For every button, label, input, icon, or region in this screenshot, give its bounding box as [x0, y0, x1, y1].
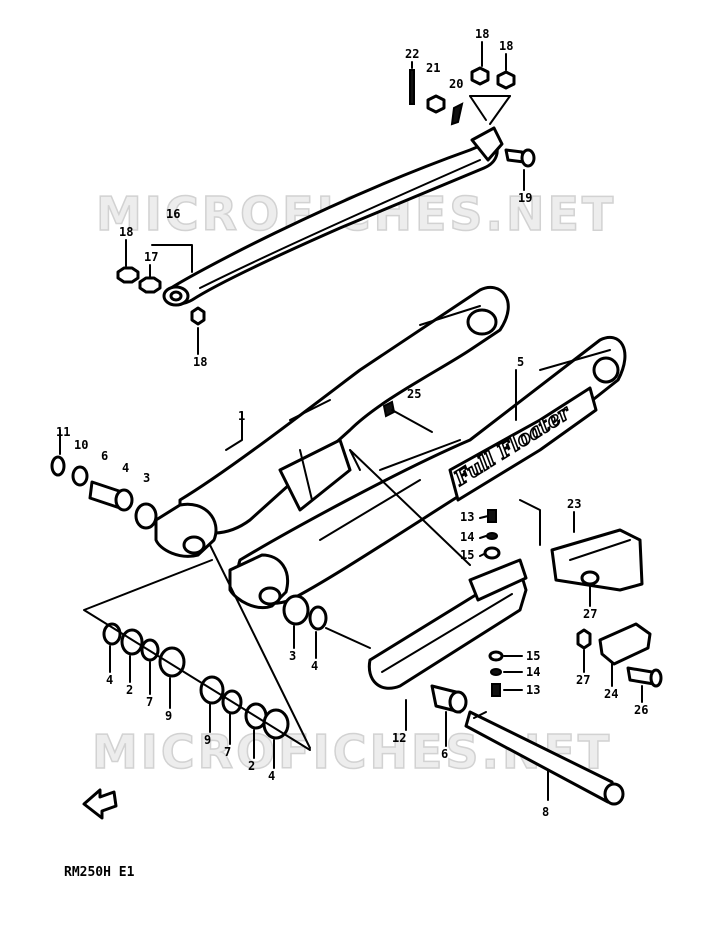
callout-4-c: 4	[106, 673, 113, 687]
callout-8: 8	[542, 805, 549, 819]
chain-adjuster-area	[367, 558, 528, 690]
callout-6-b: 6	[441, 747, 448, 761]
callout-3-a: 3	[143, 471, 150, 485]
callout-13-a: 13	[460, 510, 474, 524]
callout-2-a: 2	[126, 683, 133, 697]
leader-lines	[59, 369, 549, 801]
callout-18-a: 18	[475, 27, 489, 41]
callout-7-a: 7	[146, 695, 153, 709]
callout-17: 17	[144, 250, 158, 264]
callouts: 22 21 20 18 18 19 16 18 17 18 25 5 1 11 …	[56, 27, 648, 819]
callout-18-b: 18	[499, 39, 513, 53]
pivot-bearings-right	[282, 594, 328, 631]
diagram-code: RM250H E1	[64, 865, 135, 880]
pivot-bearings-left	[50, 455, 158, 530]
callout-7-b: 7	[224, 745, 231, 759]
callout-18-d: 18	[193, 355, 207, 369]
bracket-23	[519, 499, 644, 592]
bolt-25	[382, 400, 433, 433]
callout-10: 10	[74, 438, 88, 452]
callout-11: 11	[56, 425, 70, 439]
callout-26: 26	[634, 703, 648, 717]
callout-21: 21	[426, 61, 440, 75]
callout-14-a: 14	[460, 530, 474, 544]
fasteners-upper	[483, 509, 501, 560]
callout-25: 25	[407, 387, 421, 401]
callout-13-b: 13	[526, 683, 540, 697]
torque-rod	[162, 95, 511, 307]
callout-5: 5	[517, 355, 524, 369]
torque-rod-hardware	[116, 66, 536, 326]
callout-9-b: 9	[204, 733, 211, 747]
callout-leaders	[109, 41, 643, 769]
axle-assembly	[430, 684, 625, 806]
callout-19: 19	[518, 191, 532, 205]
front-arrow-icon	[82, 788, 118, 820]
callout-15-a: 15	[460, 548, 474, 562]
callout-6-a: 6	[101, 449, 108, 463]
chain-guide-24	[576, 622, 663, 688]
callout-15-b: 15	[526, 649, 540, 663]
callout-2-b: 2	[248, 759, 255, 773]
callout-14-b: 14	[526, 665, 540, 679]
callout-22: 22	[405, 47, 419, 61]
callout-27-b: 27	[576, 673, 590, 687]
callout-27-a: 27	[583, 607, 597, 621]
callout-9-a: 9	[165, 709, 172, 723]
fasteners-lower	[488, 650, 504, 697]
callout-1: 1	[238, 409, 245, 423]
callout-18-c: 18	[119, 225, 133, 239]
lower-left-stack	[102, 622, 186, 678]
callout-16: 16	[166, 207, 180, 221]
callout-4-a: 4	[122, 461, 129, 475]
callout-23: 23	[567, 497, 581, 511]
callout-4-b: 4	[311, 659, 318, 673]
callout-12: 12	[392, 731, 406, 745]
callout-20: 20	[449, 77, 463, 91]
callout-3-b: 3	[289, 649, 296, 663]
callout-24: 24	[604, 687, 618, 701]
callout-4-d: 4	[268, 769, 275, 783]
